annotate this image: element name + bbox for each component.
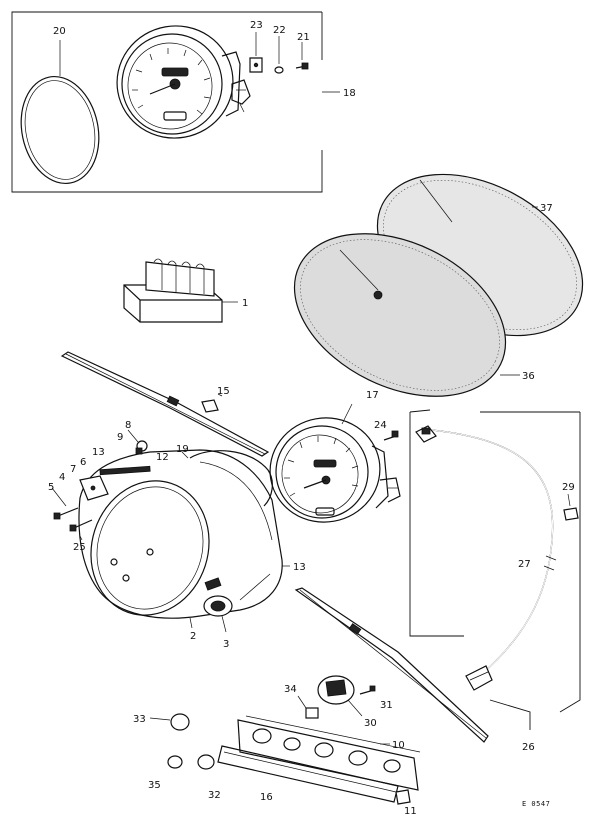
part-11-clip [395,789,411,805]
part-3-knob [203,595,233,633]
part-33-knob [149,713,190,731]
callout-7: 7 [70,464,76,475]
part-30-switch [317,675,363,717]
part-27-speedometer-cable [415,425,557,691]
part-1-switch-panel [123,258,238,323]
callout-30: 30 [364,718,377,729]
callout-21: 21 [297,32,310,43]
part-2-instrument-housing [78,449,283,629]
inset-frame [11,11,340,193]
callout-31: 31 [380,700,393,711]
callout-13-lower: 13 [293,562,306,573]
callout-13-upper: 13 [92,447,105,458]
callout-16: 16 [260,792,273,803]
part-24-screw [383,430,399,441]
callout-8: 8 [125,420,131,431]
trim-strip-lower [294,587,489,743]
part-31-screw [359,685,376,695]
inset-frame-cable [409,409,581,730]
callout-1: 1 [242,298,248,309]
part-15-clip [201,393,223,413]
part-17-instrument [269,403,401,523]
callout-33: 33 [133,714,146,725]
callout-11: 11 [404,806,417,817]
callout-10: 10 [392,740,405,751]
part-19-seal [181,450,273,507]
part-22-washer [274,36,284,74]
callout-23: 23 [250,20,263,31]
callout-3: 3 [223,639,229,650]
callout-25: 25 [73,542,86,553]
callout-27: 27 [518,559,531,570]
part-20-gasket-ring [20,40,100,185]
callout-37: 37 [540,203,553,214]
part-10-switch-plate [237,715,421,791]
drawing-reference: E 0547 [522,800,550,808]
part-34-bracket [297,695,319,719]
callout-18: 18 [343,88,356,99]
callout-34: 34 [284,684,297,695]
part-35-knob [167,755,183,769]
part-23-clip [249,32,263,73]
part-32-knob [197,754,215,770]
callout-22: 22 [273,25,286,36]
callout-9: 9 [117,432,123,443]
callout-35: 35 [148,780,161,791]
trim-strip-upper [60,351,270,457]
callout-19: 19 [176,444,189,455]
callout-24: 24 [374,420,387,431]
part-21-screw [295,42,309,70]
callout-29: 29 [562,482,575,493]
part-9-holder [135,447,143,455]
callout-6: 6 [80,457,86,468]
part-5-screw [51,487,79,520]
callout-20: 20 [53,26,66,37]
part-16-gasket [217,745,399,803]
callout-17: 17 [366,390,379,401]
callout-36: 36 [522,371,535,382]
part-25-screw [69,519,93,541]
callout-5: 5 [48,482,54,493]
part-18-instrument-assembly [116,25,251,139]
part-29-clip [563,493,579,521]
callout-32: 32 [208,790,221,801]
callout-2: 2 [190,631,196,642]
part-36-cover-glass [293,233,520,397]
callout-26: 26 [522,742,535,753]
callout-15: 15 [217,386,230,397]
callout-12: 12 [156,452,169,463]
callout-4: 4 [59,472,65,483]
